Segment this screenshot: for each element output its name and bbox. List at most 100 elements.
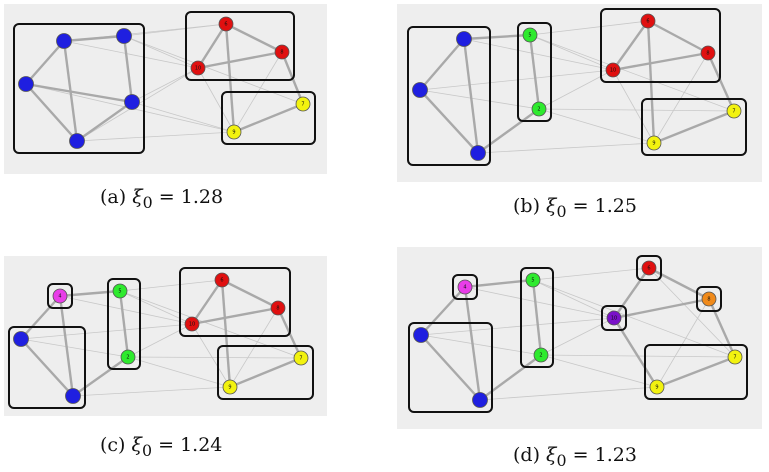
- strong-edge: [122, 35, 134, 103]
- graph-node: [18, 76, 34, 92]
- node-circle: [56, 33, 72, 49]
- weak-edge: [464, 286, 615, 319]
- weak-edge: [197, 67, 235, 133]
- node-circle: [472, 392, 488, 408]
- strong-edge: [653, 109, 735, 145]
- cluster-box: [8, 326, 86, 409]
- weak-edge: [540, 354, 658, 388]
- caption-value: 1.28: [180, 186, 224, 208]
- weak-edge: [479, 386, 658, 401]
- graph-node: 7: [295, 96, 311, 112]
- cluster-box: [408, 322, 493, 413]
- graph-node: 8: [700, 45, 716, 61]
- node-circle: [65, 388, 81, 404]
- node-circle: [525, 272, 541, 288]
- node-label: 7: [299, 355, 302, 361]
- caption-operator: =: [158, 186, 175, 208]
- weak-edge: [119, 279, 223, 292]
- strong-edge: [25, 40, 65, 85]
- graph-node: [13, 331, 29, 347]
- node-label: 9: [655, 384, 658, 390]
- node-label: 2: [539, 352, 542, 358]
- strong-edge: [225, 22, 283, 54]
- cluster-box: [601, 305, 627, 331]
- node-circle: [606, 310, 622, 326]
- node-label: 10: [611, 315, 617, 321]
- caption-c: (c) ξ0 = 1.24: [100, 434, 222, 460]
- node-label: 2: [126, 354, 129, 360]
- graph-node: 6: [214, 272, 230, 288]
- panel-background: [397, 4, 762, 182]
- cluster-box: [185, 11, 295, 81]
- graph-node: 4: [457, 279, 473, 295]
- caption-operator: =: [572, 195, 589, 217]
- caption-label: (d): [513, 444, 540, 466]
- caption-value: 1.24: [180, 434, 223, 456]
- node-circle: [457, 279, 473, 295]
- strong-edge: [419, 38, 465, 91]
- weak-edge: [59, 295, 193, 325]
- node-circle: [413, 327, 429, 343]
- node-circle: [270, 300, 286, 316]
- strong-edge: [20, 295, 61, 340]
- weak-edge: [229, 307, 279, 388]
- node-label: 5: [118, 288, 121, 294]
- strong-edge: [229, 356, 302, 389]
- strong-edge: [479, 354, 542, 401]
- node-circle: [605, 62, 621, 78]
- cluster-box: [696, 286, 722, 312]
- weak-edge: [63, 40, 199, 69]
- caption-xi: ξ: [546, 444, 557, 466]
- strong-edge: [72, 356, 129, 397]
- strong-edge: [25, 83, 78, 142]
- node-circle: [640, 13, 656, 29]
- cluster-box: [47, 283, 73, 309]
- strong-edge: [648, 266, 710, 301]
- node-circle: [190, 60, 206, 76]
- node-label: 6: [220, 277, 223, 283]
- cluster-box: [636, 255, 662, 281]
- graph-node: 8: [274, 44, 290, 60]
- caption-d: (d) ξ0 = 1.23: [513, 444, 637, 470]
- strong-edge: [706, 52, 736, 112]
- node-circle: [226, 124, 242, 140]
- caption-xi: ξ: [132, 186, 143, 208]
- graph-node: 7: [726, 103, 742, 119]
- node-label: 7: [732, 108, 735, 114]
- graph-node: 6: [641, 260, 657, 276]
- node-circle: [470, 145, 486, 161]
- weak-edge: [532, 279, 615, 319]
- node-label: 8: [706, 50, 709, 56]
- strong-edge: [59, 289, 121, 298]
- strong-edge: [420, 286, 466, 336]
- graph-node: 6: [640, 13, 656, 29]
- weak-edge: [477, 142, 655, 154]
- weak-edge: [420, 317, 615, 336]
- node-label: 9: [228, 384, 231, 390]
- strong-edge: [419, 89, 479, 154]
- strong-edge: [63, 34, 125, 43]
- graph-node: [116, 28, 132, 44]
- node-circle: [69, 133, 85, 149]
- cluster-box: [407, 26, 491, 166]
- graph-node: [124, 94, 140, 110]
- weak-edge: [529, 20, 649, 36]
- strong-edge: [76, 101, 133, 142]
- node-circle: [412, 82, 428, 98]
- graph-node: 5: [112, 283, 128, 299]
- node-circle: [116, 28, 132, 44]
- caption-operator: =: [158, 434, 175, 456]
- node-circle: [222, 379, 238, 395]
- node-circle: [295, 96, 311, 112]
- node-circle: [274, 44, 290, 60]
- graph-node: 7: [727, 349, 743, 365]
- strong-edge: [528, 34, 541, 110]
- graph-node: 8: [270, 300, 286, 316]
- node-label: 10: [189, 321, 195, 327]
- node-circle: [18, 76, 34, 92]
- caption-value: 1.25: [594, 195, 637, 217]
- node-label: 10: [610, 67, 616, 73]
- weak-edge: [538, 108, 655, 144]
